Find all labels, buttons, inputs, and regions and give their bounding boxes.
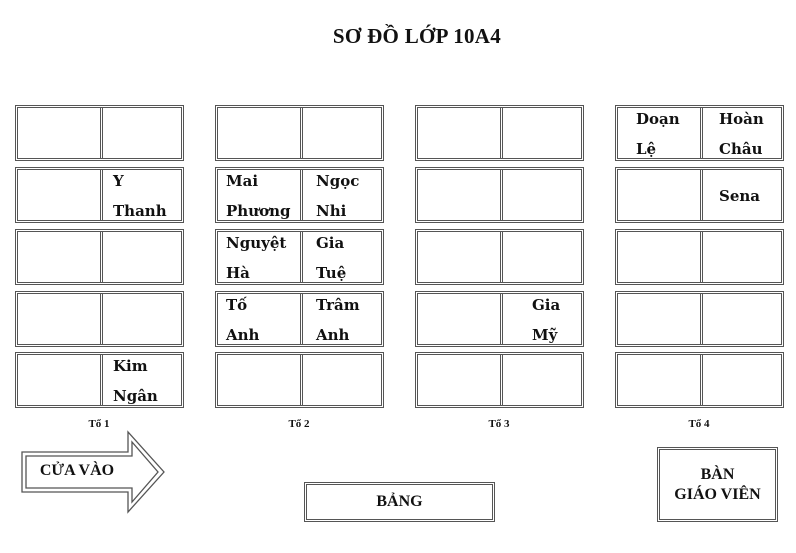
desk-divider	[700, 232, 703, 282]
desk-divider	[100, 355, 103, 405]
teacher-desk: BÀN GIÁO VIÊN	[657, 447, 778, 522]
desk	[415, 105, 584, 161]
page-title: SƠ ĐỒ LỚP 10A4	[332, 24, 502, 48]
teacher-desk-line2: GIÁO VIÊN	[674, 485, 761, 503]
desk-divider	[500, 170, 503, 220]
desk-divider	[100, 294, 103, 344]
desk-divider	[300, 355, 303, 405]
entrance-label: CỬA VÀO	[39, 462, 115, 479]
desk: Sena	[615, 167, 784, 223]
desk-divider	[300, 294, 303, 344]
desk-divider	[500, 108, 503, 158]
desk-divider	[300, 170, 303, 220]
blackboard: BẢNG	[304, 482, 495, 522]
desk-divider	[100, 170, 103, 220]
desk	[615, 229, 784, 285]
desk-divider	[700, 294, 703, 344]
desk	[415, 352, 584, 408]
desk	[15, 105, 184, 161]
entrance-arrow-icon	[21, 430, 165, 514]
desk-divider	[100, 108, 103, 158]
group-label: Tổ 3	[488, 418, 510, 430]
group-label: Tổ 4	[688, 418, 710, 430]
desk	[15, 291, 184, 347]
seat-name: Sena	[719, 187, 761, 205]
desk	[615, 352, 784, 408]
desk-divider	[700, 170, 703, 220]
desk-divider	[100, 232, 103, 282]
desk-divider	[500, 355, 503, 405]
desk-divider	[300, 232, 303, 282]
desk	[15, 229, 184, 285]
desk	[415, 167, 584, 223]
desk-divider	[300, 108, 303, 158]
desk-divider	[700, 108, 703, 158]
desk-divider	[700, 355, 703, 405]
desk-divider	[500, 294, 503, 344]
group-label: Tổ 1	[88, 418, 110, 430]
group-label: Tổ 2	[288, 418, 310, 430]
desk	[415, 229, 584, 285]
desk	[215, 105, 384, 161]
teacher-desk-line1: BÀN	[700, 465, 735, 483]
desk	[615, 291, 784, 347]
desk	[215, 352, 384, 408]
desk-divider	[500, 232, 503, 282]
